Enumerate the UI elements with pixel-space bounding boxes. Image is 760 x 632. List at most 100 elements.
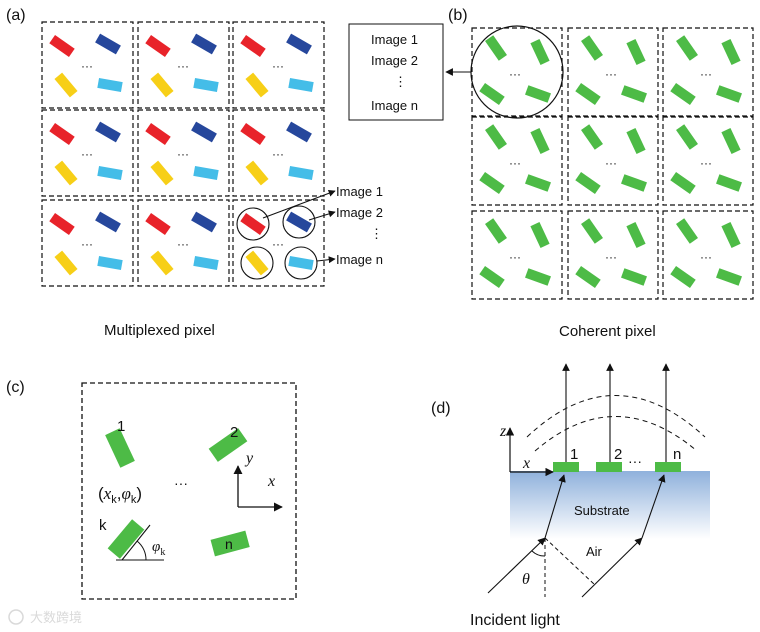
multiplexed-cell-3-1: [41, 199, 134, 287]
nanobar-green: [670, 172, 696, 194]
watermark-text: 大数跨境: [30, 611, 82, 626]
nanobar-green: [525, 85, 551, 103]
nanobar-blue: [286, 121, 312, 143]
coordinate-label: (xk,φk): [98, 484, 142, 506]
cell-ellipsis: ···: [605, 156, 617, 170]
panel-a: (a) ··························· Image 1 …: [6, 7, 383, 339]
substrate: [510, 471, 710, 539]
incident-ray-1: [487, 537, 546, 594]
nanobar-green: [716, 174, 742, 192]
nanobar-top-1: [553, 462, 579, 472]
panel-b-image-2: Image 2: [371, 53, 418, 68]
angle-arc: [136, 540, 147, 561]
nanobar-yellow: [245, 72, 269, 98]
nanobar-green: [581, 35, 603, 61]
pointer-arrow: [316, 256, 336, 264]
nanobar-green: [479, 266, 505, 288]
panel-c-label: (c): [6, 379, 25, 396]
panel-d: (d) Substrate 1 2 ··· n z x θ Air Incide…: [431, 363, 710, 629]
nanobar-green: [621, 268, 647, 286]
panel-a-image-2: Image 2: [336, 205, 383, 220]
y-axis-label: y: [244, 450, 254, 467]
nanobar-blue: [286, 211, 312, 233]
nanobar-cyan: [97, 255, 123, 271]
nanobar-green: [479, 83, 505, 105]
cell-ellipsis: ···: [81, 147, 93, 161]
nanobar-n-number: n: [225, 536, 233, 552]
nanobar-green: [485, 124, 507, 150]
nanobar-red: [240, 213, 266, 235]
nanobar-cyan: [193, 77, 219, 93]
multiplexed-cell-2-1: [41, 109, 134, 197]
incidence-angle-arc: [531, 550, 546, 557]
nanobar-cyan: [97, 165, 123, 181]
nanobar-cyan: [288, 77, 314, 93]
cell-ellipsis: ···: [509, 67, 521, 81]
x-axis-label: x: [267, 473, 275, 490]
multiplexed-cell-1-3: [232, 21, 325, 109]
panel-d-label: (d): [431, 400, 451, 417]
incident-light-label: Incident light: [470, 612, 560, 629]
nanobar-green: [721, 39, 741, 65]
nanobar-green: [716, 268, 742, 286]
cell-ellipsis: ···: [177, 237, 189, 251]
nanobar-green: [485, 218, 507, 244]
nanobar-green: [575, 83, 601, 105]
panel-b-image-n: Image n: [371, 98, 418, 113]
nanobar-k: [107, 519, 145, 559]
nanobar-top-2: [596, 462, 622, 472]
incident-ray-n: [581, 537, 643, 598]
nanobar-green: [621, 174, 647, 192]
coherent-pixel-grid: ···························: [445, 25, 754, 300]
highlight-circle: [240, 246, 274, 280]
nanobar-yellow: [150, 160, 174, 186]
panel-a-image-n: Image n: [336, 252, 383, 267]
nanobar-green: [479, 172, 505, 194]
nanobar-green: [721, 128, 741, 154]
refracted-ray-n: [641, 474, 666, 539]
nanobar-top-1-number: 1: [570, 446, 578, 463]
nanobar-top-2-number: 2: [614, 446, 622, 463]
wavefront-outer: [526, 395, 706, 438]
cell-ellipsis: ···: [605, 250, 617, 264]
panel-a-image-1: Image 1: [336, 184, 383, 199]
nanobar-blue: [286, 33, 312, 55]
nanobar-yellow: [245, 250, 269, 276]
nanobar-yellow: [150, 72, 174, 98]
image-list-box: [348, 23, 444, 121]
panel-b-caption: Coherent pixel: [559, 323, 656, 340]
cell-ellipsis: ···: [700, 250, 712, 264]
nanobar-yellow: [54, 72, 78, 98]
nanobar-n: [210, 530, 250, 557]
nanobar-green: [621, 85, 647, 103]
z-axis-label: z: [499, 423, 507, 440]
cell-ellipsis: ···: [700, 156, 712, 170]
x-axis-label-d: x: [522, 455, 530, 472]
cell-ellipsis: ···: [272, 59, 284, 73]
nanobar-top-n-number: n: [673, 446, 681, 463]
nanobar-green: [626, 128, 646, 154]
panel-a-image-vdots: ⋮: [370, 226, 383, 241]
nanobar-green: [485, 35, 507, 61]
nanobar-cyan: [288, 165, 314, 181]
nanobar-red: [145, 35, 171, 57]
cell-ellipsis: ···: [177, 59, 189, 73]
panel-c: (c) 1 2 ··· (xk,φk) y x k φk n: [6, 379, 297, 600]
highlight-circle: [282, 205, 316, 239]
multiplexed-cell-3-2: [137, 199, 230, 287]
panel-b-label: (b): [448, 7, 468, 24]
nanobar-blue: [95, 33, 121, 55]
nanobar-green: [530, 222, 550, 248]
nanobar-yellow: [245, 160, 269, 186]
refracted-ray-1: [544, 474, 566, 539]
cell-ellipsis: ···: [177, 147, 189, 161]
nanobar-green: [525, 174, 551, 192]
nanobar-green: [721, 222, 741, 248]
nanobar-yellow: [150, 250, 174, 276]
nanobar-cyan: [193, 255, 219, 271]
cell-ellipsis: ···: [509, 250, 521, 264]
nanobar-cyan: [97, 77, 123, 93]
nanobar-top-n: [655, 462, 681, 472]
angle-label: φk: [152, 539, 165, 558]
